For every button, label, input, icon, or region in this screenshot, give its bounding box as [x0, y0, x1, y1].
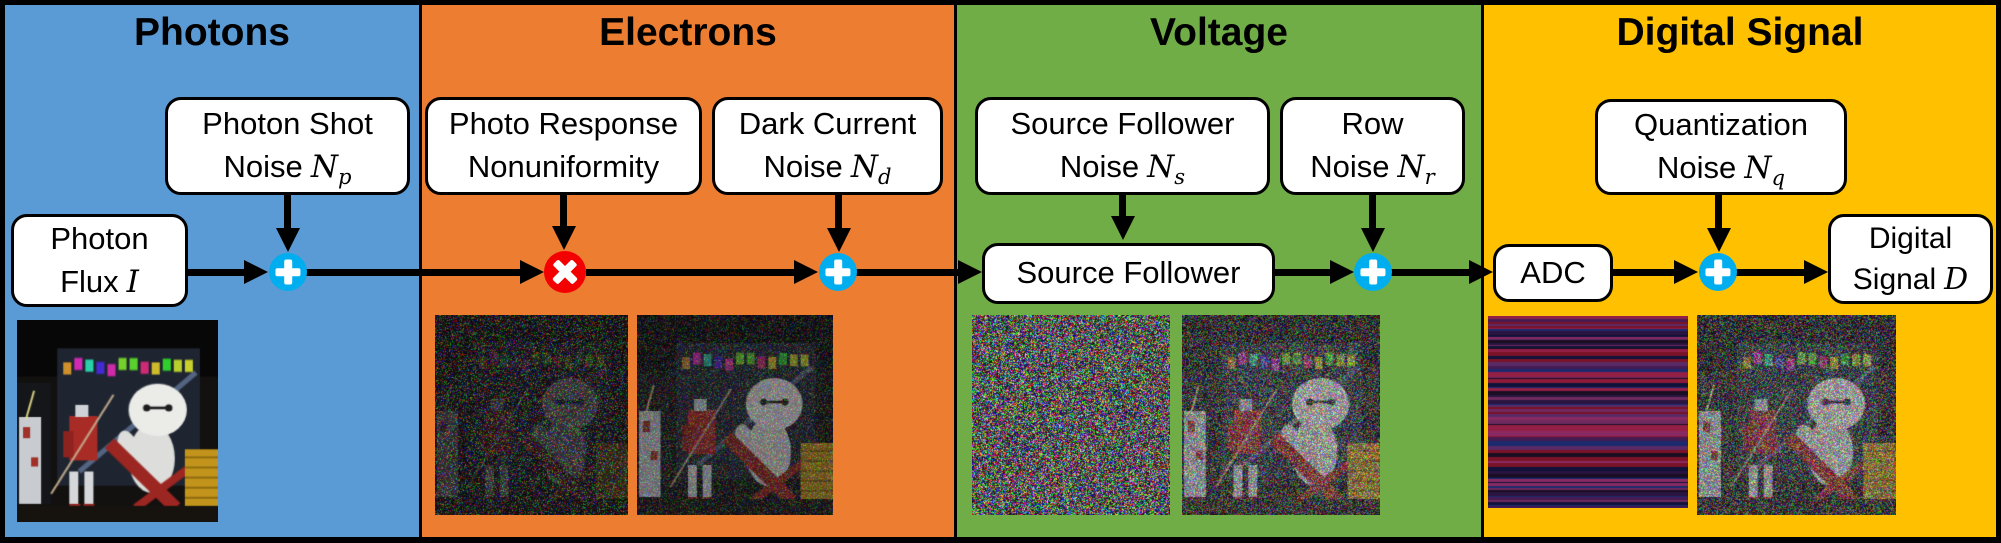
- arrowhead: [276, 228, 300, 252]
- arrowhead: [1330, 260, 1354, 284]
- arrow-add-to-sf: [856, 269, 960, 276]
- photon-flux-box: Photon FluxI: [11, 214, 188, 307]
- multiply-icon: [544, 251, 586, 293]
- math-var-Np: Np: [311, 146, 352, 189]
- math-var-Nr: Nr: [1398, 146, 1435, 189]
- source-follower-noise-thumbnail: [972, 315, 1170, 515]
- arrowhead: [827, 228, 851, 252]
- plus-icon: [1354, 253, 1392, 291]
- arrowhead: [794, 260, 818, 284]
- arrow-multiply-to-add: [586, 269, 796, 276]
- arrow-quant-down: [1715, 195, 1722, 229]
- box-label: Source Follower: [1017, 252, 1241, 295]
- box-label: Photon: [50, 218, 148, 261]
- box-label: NoiseNq: [1657, 147, 1785, 190]
- arrowhead: [552, 226, 576, 250]
- box-label: NoiseNr: [1310, 146, 1434, 189]
- math-var-Nd: Nd: [851, 146, 892, 189]
- box-label: Photo Response: [449, 103, 678, 146]
- arrow-rownoise-down: [1369, 195, 1376, 229]
- row-noise-stripes-thumbnail: [1488, 316, 1688, 508]
- box-label: NoiseNs: [1060, 146, 1185, 189]
- box-label: Quantization: [1634, 104, 1808, 147]
- arrowhead: [1804, 260, 1828, 284]
- photon-flux-photo-thumbnail: [17, 320, 218, 522]
- panel-title-digital-signal: Digital Signal: [1484, 11, 1996, 55]
- source-follower-noise-box: Source Follower NoiseNs: [975, 97, 1270, 195]
- arrowhead: [1674, 260, 1698, 284]
- arrow-flux-to-add: [186, 269, 246, 276]
- box-label: Row: [1341, 103, 1403, 146]
- box-label: SignalD: [1853, 259, 1968, 300]
- arrowhead: [244, 260, 268, 284]
- panel-title-photons: Photons: [5, 11, 419, 55]
- arrowhead: [1361, 228, 1385, 252]
- math-var-I: I: [127, 261, 139, 304]
- source-follower-box: Source Follower: [982, 243, 1275, 304]
- plus-icon: [819, 253, 857, 291]
- dark-current-noise-box: Dark Current NoiseNd: [712, 97, 943, 195]
- panel-title-voltage: Voltage: [957, 11, 1481, 55]
- arrowhead: [520, 260, 544, 284]
- box-label: Dark Current: [739, 103, 916, 146]
- box-label: Photon Shot: [202, 103, 373, 146]
- arrow-sfnoise-down: [1119, 195, 1126, 217]
- digital-signal-box: Digital SignalD: [1828, 214, 1993, 304]
- arrow-add-to-multiply: [306, 269, 522, 276]
- box-label: FluxI: [60, 261, 139, 304]
- arrow-sf-to-add: [1275, 269, 1332, 276]
- box-label: NoiseNd: [764, 146, 892, 189]
- arrowhead: [958, 260, 982, 284]
- plus-icon: [269, 253, 307, 291]
- box-label: Digital: [1869, 218, 1952, 259]
- dark-current-noise-thumbnail: [637, 315, 833, 515]
- photo-response-nonuniformity-box: Photo Response Nonuniformity: [425, 97, 702, 195]
- arrow-shotnoise-down: [284, 193, 291, 229]
- photon-shot-noise-box: Photon Shot NoiseNp: [165, 97, 410, 195]
- math-var-Nq: Nq: [1744, 147, 1785, 190]
- row-noise-box: Row NoiseNr: [1280, 97, 1465, 195]
- digital-signal-noise-thumbnail: [1697, 315, 1896, 515]
- quantization-noise-box: Quantization NoiseNq: [1595, 99, 1847, 195]
- box-label: Nonuniformity: [468, 146, 659, 189]
- arrowhead: [1707, 228, 1731, 252]
- math-var-D: D: [1944, 259, 1968, 300]
- box-label: ADC: [1520, 252, 1585, 295]
- math-var-Ns: Ns: [1147, 146, 1185, 189]
- arrow-adc-to-add: [1613, 269, 1676, 276]
- box-label: Source Follower: [1011, 103, 1235, 146]
- panel-title-electrons: Electrons: [422, 11, 954, 55]
- voltage-noise-thumbnail: [1182, 315, 1380, 515]
- arrowhead: [1111, 216, 1135, 240]
- arrow-add-to-digital: [1736, 269, 1806, 276]
- adc-box: ADC: [1493, 244, 1613, 302]
- box-label: NoiseNp: [224, 146, 352, 189]
- arrow-add-to-adc: [1391, 269, 1471, 276]
- arrow-darkcur-down: [835, 195, 842, 229]
- prnu-noise-thumbnail: [435, 315, 628, 515]
- arrow-prnu-down: [560, 195, 567, 227]
- arrowhead: [1469, 260, 1493, 284]
- plus-icon: [1699, 253, 1737, 291]
